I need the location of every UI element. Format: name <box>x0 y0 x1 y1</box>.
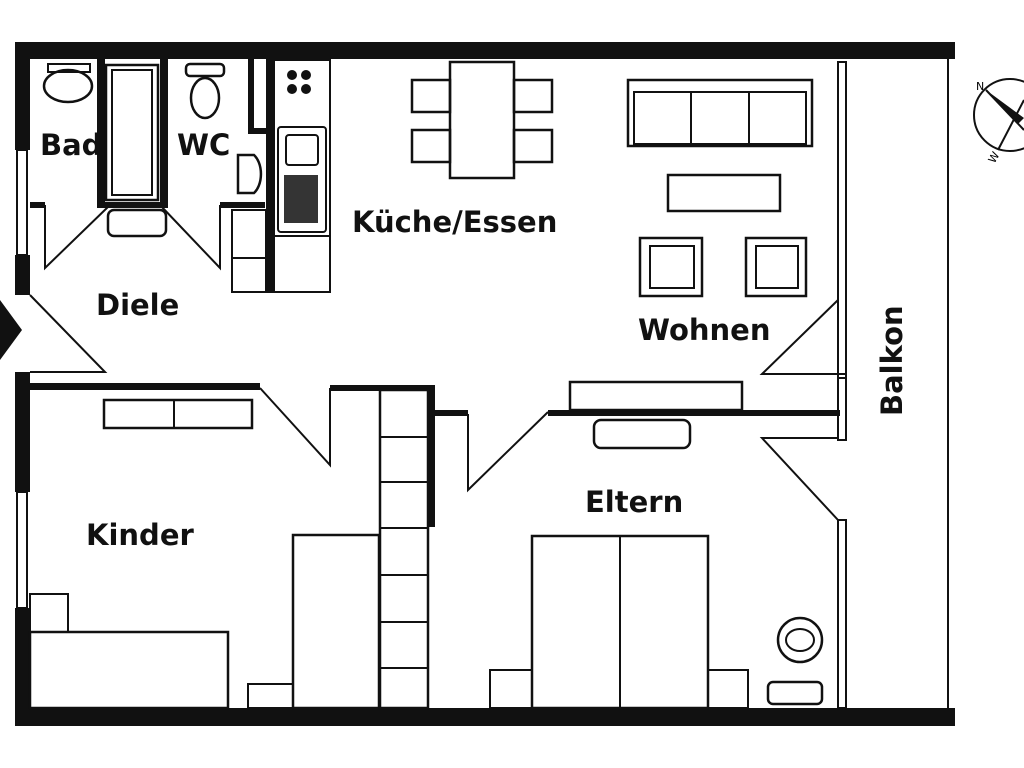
kinder-shelf <box>102 398 254 430</box>
room-label-eltern: Eltern <box>585 485 683 519</box>
entrance-door-swing <box>29 294 108 373</box>
compass-west: W <box>986 149 1003 165</box>
room-label-balkon: Balkon <box>875 305 909 416</box>
room-label-diele: Diele <box>96 288 179 322</box>
toilet <box>189 76 221 120</box>
wardrobe <box>378 388 430 710</box>
sofa <box>626 78 814 148</box>
armchair <box>638 236 704 298</box>
kitchen-counter <box>231 59 331 293</box>
interior-walls <box>30 58 847 709</box>
compass-icon: N W <box>973 78 1024 165</box>
bathtub <box>104 63 160 202</box>
dining-table <box>410 60 554 180</box>
sideboard <box>568 380 744 412</box>
room-label-bad: Bad <box>40 128 102 162</box>
washing-machine <box>106 208 168 238</box>
room-label-wc: WC <box>177 128 230 162</box>
eltern-dresser <box>592 418 692 450</box>
entrance-marker <box>0 300 22 360</box>
room-label-kueche: Küche/Essen <box>352 205 557 239</box>
kinder-bed <box>28 630 230 710</box>
compass-north: N <box>976 80 984 93</box>
kinder-desk <box>291 533 381 710</box>
room-label-kinder: Kinder <box>86 518 194 552</box>
coffee-table <box>666 173 782 213</box>
double-bed <box>489 534 749 710</box>
bad-sink <box>42 68 94 104</box>
plant <box>776 616 824 664</box>
outer-walls <box>15 42 955 726</box>
armchair <box>744 236 808 298</box>
room-label-wohnen: Wohnen <box>638 313 770 347</box>
wc-sink <box>236 153 263 195</box>
